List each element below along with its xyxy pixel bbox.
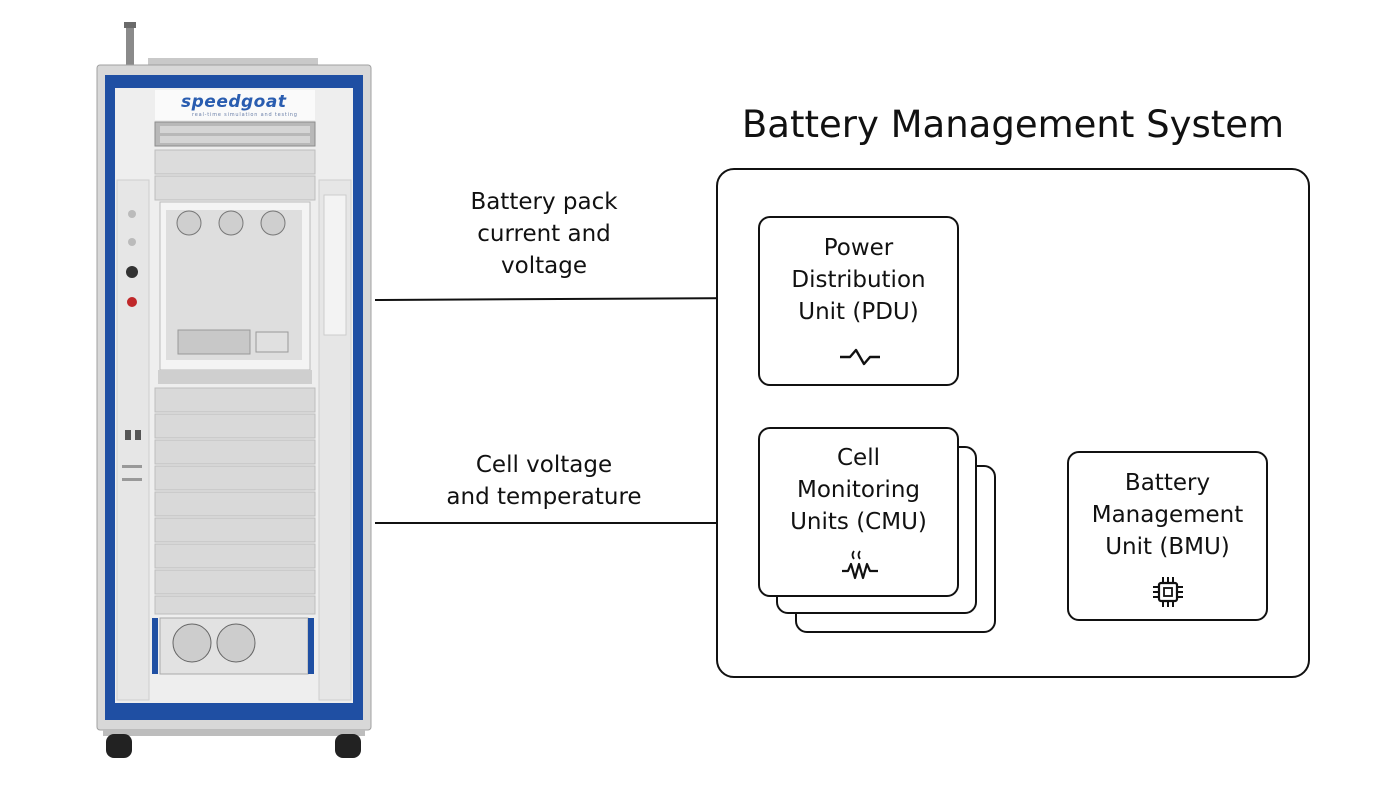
waveform-icon [840,348,880,366]
bmu-box: Battery Management Unit (BMU) [1067,451,1268,621]
bmu-label-line: Management [1091,502,1244,528]
cmu-label-line: Units (CMU) [790,509,927,535]
thermistor-icon [842,550,878,580]
cmu-label-line: Monitoring [797,477,920,503]
signal-label-cell: Cell voltage and temperature [420,449,668,513]
rack-tagline: real-time simulation and testing [192,112,298,118]
signal-label-line: Battery pack [470,189,618,215]
signal-label-line: voltage [501,253,587,279]
bmu-label-line: Unit (BMU) [1105,534,1230,560]
pdu-label-line: Power [823,235,894,261]
signal-label-line: and temperature [446,484,642,510]
chip-icon [1153,577,1183,607]
rack-to-pdu-line [374,297,759,301]
signal-label-line: Cell voltage [475,452,613,478]
cmu-label-line: Cell [837,445,880,471]
pdu-label-line: Distribution [791,267,926,293]
cmu-box: Cell Monitoring Units (CMU) [758,427,959,597]
signal-label-line: current and [477,221,611,247]
bmu-label-line: Battery [1124,470,1211,496]
rack-brand-logo: speedgoat [181,92,287,112]
signal-label-pack: Battery pack current and voltage [420,186,668,282]
pdu-box: Power Distribution Unit (PDU) [758,216,959,386]
diagram-title: Battery Management System [741,103,1285,146]
pdu-label-line: Unit (PDU) [798,299,919,325]
